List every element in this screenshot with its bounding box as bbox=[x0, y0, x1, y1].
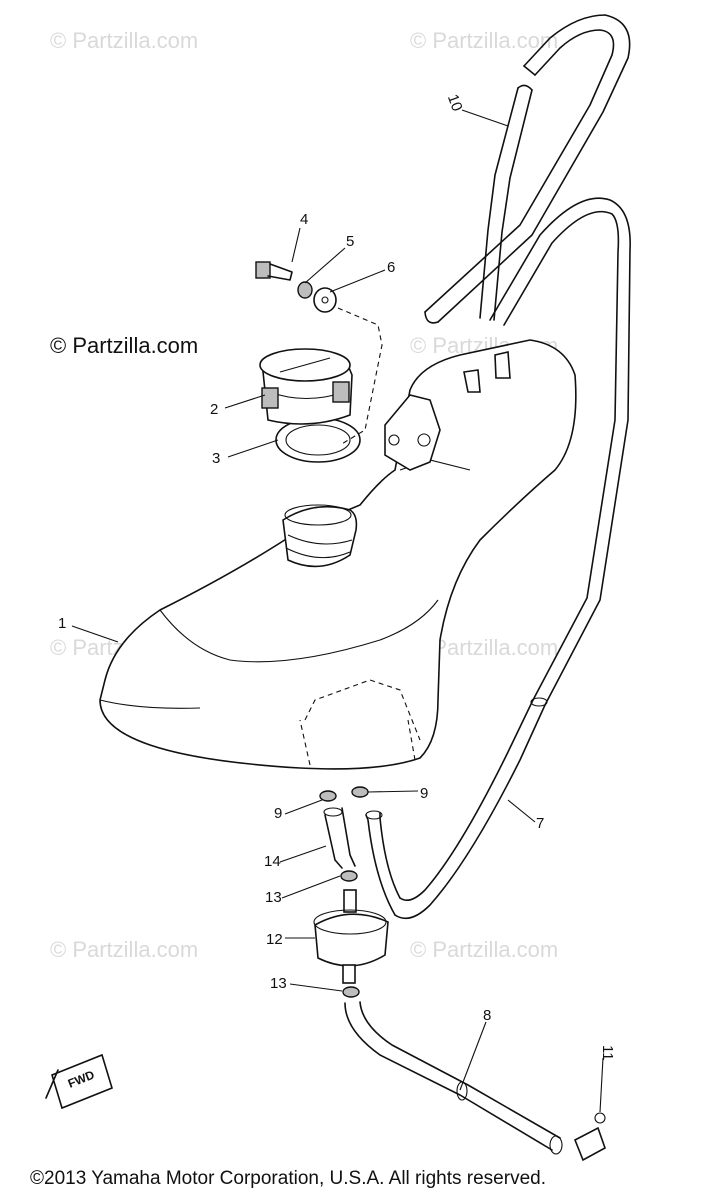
part-label: 13 bbox=[265, 889, 282, 906]
leader-lines bbox=[71, 109, 604, 1113]
overflow-hose bbox=[365, 197, 631, 920]
part-label: 9 bbox=[420, 785, 428, 802]
flat-washer bbox=[313, 287, 337, 313]
part-label: 7 bbox=[536, 815, 544, 832]
part-label: 6 bbox=[387, 259, 395, 276]
part-label: 13 bbox=[270, 975, 287, 992]
part-label: 8 bbox=[483, 1007, 491, 1024]
part-label: 4 bbox=[300, 211, 308, 228]
forward-direction-icon: FWD bbox=[45, 1053, 113, 1110]
part-label: 10 bbox=[444, 92, 466, 113]
part-label: 11 bbox=[599, 1045, 616, 1061]
outlet-hose bbox=[344, 1001, 563, 1155]
fuel-filter bbox=[313, 889, 389, 998]
watermark: © Partzilla.com bbox=[410, 28, 559, 53]
filler-neck bbox=[282, 504, 358, 568]
copyright-notice: ©2013 Yamaha Motor Corporation, U.S.A. A… bbox=[30, 1168, 546, 1189]
assembly-guide bbox=[337, 307, 383, 446]
part-label: 14 bbox=[264, 853, 281, 870]
part-label: 5 bbox=[346, 233, 354, 250]
fuel-hose bbox=[319, 786, 383, 882]
part-label: 1 bbox=[58, 615, 66, 632]
breather-hose bbox=[424, 14, 631, 324]
part-label: 2 bbox=[210, 401, 218, 418]
part-label: 3 bbox=[212, 450, 220, 467]
watermark: © Partzilla.com bbox=[50, 28, 199, 53]
fuel-cap bbox=[259, 348, 353, 425]
watermark: © Partzilla.com bbox=[410, 937, 559, 962]
watermark: © Partzilla.com bbox=[50, 937, 199, 962]
brand-mark: © Partzilla.com bbox=[50, 333, 199, 358]
bolt bbox=[255, 261, 293, 281]
part-label: 12 bbox=[266, 931, 283, 948]
cap-gasket bbox=[275, 417, 361, 463]
hose-clip bbox=[573, 1112, 606, 1162]
lock-washer bbox=[297, 281, 313, 299]
part-label: 9 bbox=[274, 805, 282, 822]
